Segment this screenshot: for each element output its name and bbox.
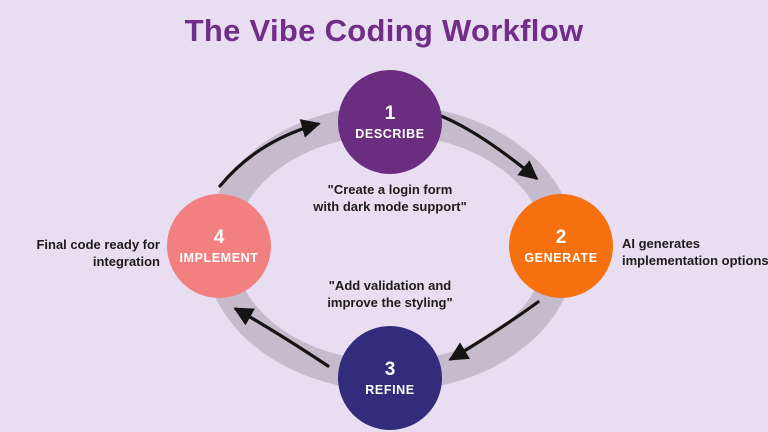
note-line: Final code ready for bbox=[36, 237, 160, 252]
prompt-example-refine: "Add validation and improve the styling" bbox=[269, 277, 511, 311]
prompt-line: "Create a login form bbox=[327, 182, 453, 197]
arrow-refine-to-implement-icon bbox=[233, 307, 330, 368]
arrow-implement-to-describe-icon bbox=[218, 119, 321, 188]
step-label: GENERATE bbox=[524, 250, 598, 265]
note-line: implementation options bbox=[622, 253, 768, 268]
arrow-generate-to-refine-icon bbox=[448, 300, 540, 361]
step-number: 1 bbox=[384, 103, 396, 125]
prompt-example-describe: "Create a login form with dark mode supp… bbox=[269, 181, 511, 215]
step-circle-implement: 4 IMPLEMENT bbox=[167, 194, 271, 298]
prompt-line: improve the styling" bbox=[327, 295, 453, 310]
step-circle-generate: 2 GENERATE bbox=[509, 194, 613, 298]
page-title: The Vibe Coding Workflow bbox=[184, 13, 584, 48]
prompt-line: "Add validation and bbox=[328, 278, 452, 293]
step-number: 4 bbox=[213, 227, 225, 249]
step-circle-refine: 3 REFINE bbox=[338, 326, 442, 430]
note-line: AI generates bbox=[622, 236, 701, 251]
prompt-line: with dark mode support" bbox=[313, 199, 467, 214]
step-label: DESCRIBE bbox=[355, 126, 425, 141]
note-generate-result: AI generates implementation options bbox=[622, 235, 768, 269]
step-number: 3 bbox=[384, 359, 396, 381]
note-line: integration bbox=[92, 254, 160, 269]
step-circle-describe: 1 DESCRIBE bbox=[338, 70, 442, 174]
step-label: REFINE bbox=[365, 382, 415, 397]
step-number: 2 bbox=[555, 227, 567, 249]
note-implement-result: Final code ready for integration bbox=[16, 236, 160, 270]
arrow-describe-to-generate-icon bbox=[439, 114, 539, 180]
step-label: IMPLEMENT bbox=[179, 250, 259, 265]
